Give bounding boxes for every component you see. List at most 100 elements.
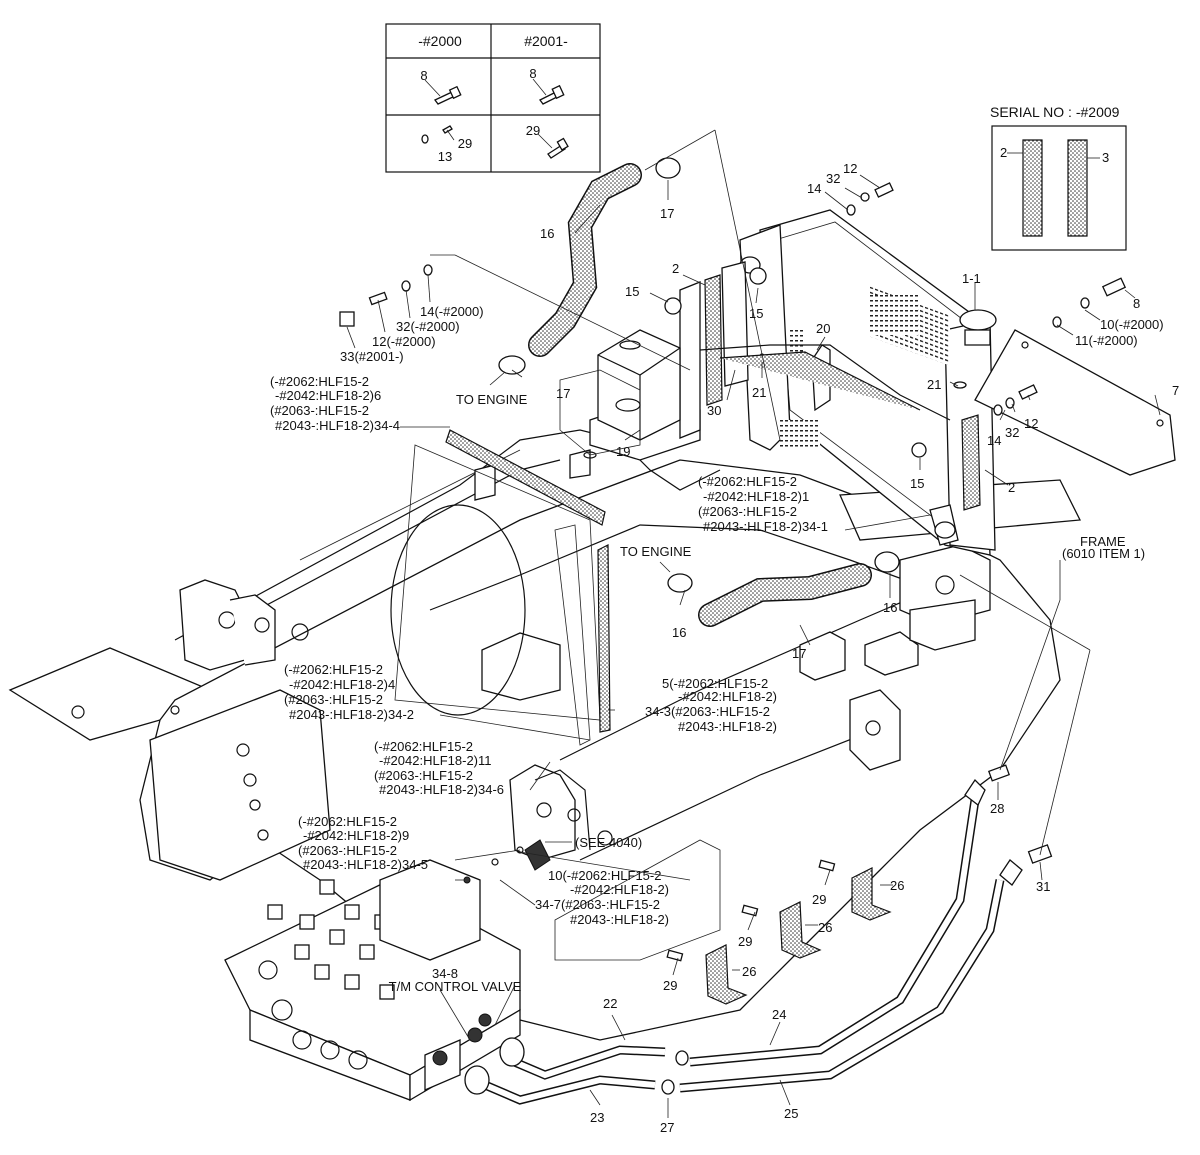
- part-label: 21: [927, 377, 941, 392]
- valve-bolt-heads: [267, 879, 420, 1000]
- callout-line: 34-7(#2063-:HLF15-2: [535, 897, 660, 912]
- callout-34-4: (-#2062:HLF15-2 -#2042:HLF18-2)6 (#2063-…: [270, 374, 400, 433]
- part-label: 19: [616, 444, 630, 459]
- part-label: 29: [663, 978, 677, 993]
- callout-34-5: (-#2062:HLF15-2 -#2042:HLF18-2)9 (#2063-…: [298, 814, 428, 872]
- callout-line: #2043-:HLF18-2)34-4: [275, 418, 400, 433]
- bracket-icon: [1067, 139, 1088, 237]
- callout-line: -#2042:HLF18-2)4: [289, 677, 395, 692]
- part-label: 11(-#2000): [1075, 333, 1138, 348]
- bolt-icon: [537, 133, 569, 159]
- callout-line: (-#2062:HLF15-2: [270, 374, 369, 389]
- bracket-left: [704, 274, 723, 406]
- part-label: 14(-#2000): [420, 304, 484, 319]
- callout-34-1: (-#2062:HLF15-2 -#2042:HLF18-2)1 (#2063-…: [698, 474, 828, 534]
- part-label: 10(-#2000): [1100, 317, 1164, 332]
- callout-34-6: (-#2062:HLF15-2 -#2042:HLF18-2)11 (#2063…: [374, 739, 504, 797]
- to-engine-label: TO ENGINE: [456, 392, 528, 407]
- shroud-plate: [974, 329, 1176, 476]
- callout-line: (-#2062:HLF15-2: [284, 662, 383, 677]
- to-engine-label: TO ENGINE: [620, 544, 692, 559]
- part-label: 30: [707, 403, 721, 418]
- bolt-icon: [532, 78, 565, 105]
- part-label-34-8: (SEE 4040): [575, 835, 642, 850]
- callout-line: #2043-:HLF18-2)34-1: [703, 519, 828, 534]
- part-label: 17: [556, 386, 570, 401]
- clip-icon: [705, 944, 748, 1005]
- part-label: 12(-#2000): [372, 334, 436, 349]
- part-label: 22: [603, 996, 617, 1011]
- callout-line: #2043-:HLF18-2)34-6: [379, 782, 504, 797]
- callout-line: -#2042:HLF18-2)6: [275, 388, 381, 403]
- part-label: 16: [883, 600, 897, 615]
- part-label: 1-1: [962, 271, 981, 286]
- part-label: 14: [987, 433, 1001, 448]
- part-label: 15: [625, 284, 639, 299]
- part-label: 7: [1172, 383, 1179, 398]
- clip-icon: [779, 901, 822, 959]
- serial-part-2: 2: [1000, 145, 1007, 160]
- callout-line: 34-3(#2063-:HLF15-2: [645, 704, 770, 719]
- table-header-col1: -#2000: [418, 33, 462, 49]
- part-label: 23: [590, 1110, 604, 1125]
- callout-line: -#2042:HLF18-2): [570, 882, 669, 897]
- table-cell-label: 29: [526, 123, 540, 138]
- callout-line: -#2042:HLF18-2)1: [703, 489, 809, 504]
- table-header-col2: #2001-: [524, 33, 568, 49]
- part-label: 14: [807, 181, 821, 196]
- part-label: 26: [890, 878, 904, 893]
- callout-line: #2043-:HLF18-2): [678, 719, 777, 734]
- part-label: 26: [818, 920, 832, 935]
- part-label: 26: [742, 964, 756, 979]
- bracket-right: [961, 414, 981, 511]
- inset-table: -#2000 #2001- 8 8 29 13 29: [385, 23, 601, 173]
- part-label: 2: [672, 261, 679, 276]
- tm-control-valve: [224, 859, 521, 1102]
- lower-hose: [699, 564, 871, 626]
- callout-line: #2043-:HLF18-2)34-5: [303, 857, 428, 872]
- part-label: 21: [752, 385, 766, 400]
- serial-inset: SERIAL NO : -#2009 2 3: [990, 104, 1127, 251]
- part-label: 29: [812, 892, 826, 907]
- callout-34-3: 5(-#2062:HLF15-2 -#2042:HLF18-2) 34-3(#2…: [645, 676, 777, 734]
- part-label: 20: [816, 321, 830, 336]
- part-label: 16: [540, 226, 554, 241]
- callout-line: (#2063-:HLF15-2: [374, 768, 473, 783]
- table-cell-label: 8: [420, 68, 427, 83]
- part-label: 24: [772, 1007, 786, 1022]
- callout-line: -#2042:HLF18-2)9: [303, 828, 409, 843]
- part-label: 12: [843, 161, 857, 176]
- callout-line: #2043-:HLF18-2): [570, 912, 669, 927]
- part-label: 29: [738, 934, 752, 949]
- part-label: 28: [990, 801, 1004, 816]
- callout-line: (#2063-:HLF15-2: [298, 843, 397, 858]
- clamp-icon: [667, 573, 693, 593]
- serial-title: SERIAL NO : -#2009: [990, 104, 1120, 120]
- part-label: 32: [826, 171, 840, 186]
- callout-line: (#2063-:HLF15-2: [284, 692, 383, 707]
- part-label: 32(-#2000): [396, 319, 460, 334]
- frame-label: FRAME: [1080, 534, 1126, 549]
- part-label: 15: [749, 306, 763, 321]
- callout-line: (-#2062:HLF15-2: [374, 739, 473, 754]
- part-label: 27: [660, 1120, 674, 1135]
- callout-line: (#2063-:HLF15-2: [270, 403, 369, 418]
- part-label: 33(#2001-): [340, 349, 404, 364]
- part-label: 8: [1133, 296, 1140, 311]
- radiator-cap-icon: [959, 309, 997, 331]
- callout-34-2: (-#2062:HLF15-2 -#2042:HLF18-2)4 (#2063-…: [284, 662, 414, 722]
- part-label: 31: [1036, 879, 1050, 894]
- reservoir-tank: [559, 329, 681, 456]
- radiator: [739, 209, 997, 556]
- callout-line: (-#2062:HLF15-2: [698, 474, 797, 489]
- callout-line: (-#2062:HLF15-2: [298, 814, 397, 829]
- washer-icon: [421, 125, 455, 144]
- part-labels: 16 17 12 32 14 2 15 15 1-1 8 10(-#2000) …: [340, 161, 1179, 1135]
- part-label: 12: [1024, 416, 1038, 431]
- part-label: 32: [1005, 425, 1019, 440]
- bracket-icon: [1022, 139, 1043, 237]
- part-label: 2: [1008, 480, 1015, 495]
- part-label: 25: [784, 1106, 798, 1121]
- callout-line: (#2063-:HLF15-2: [698, 504, 797, 519]
